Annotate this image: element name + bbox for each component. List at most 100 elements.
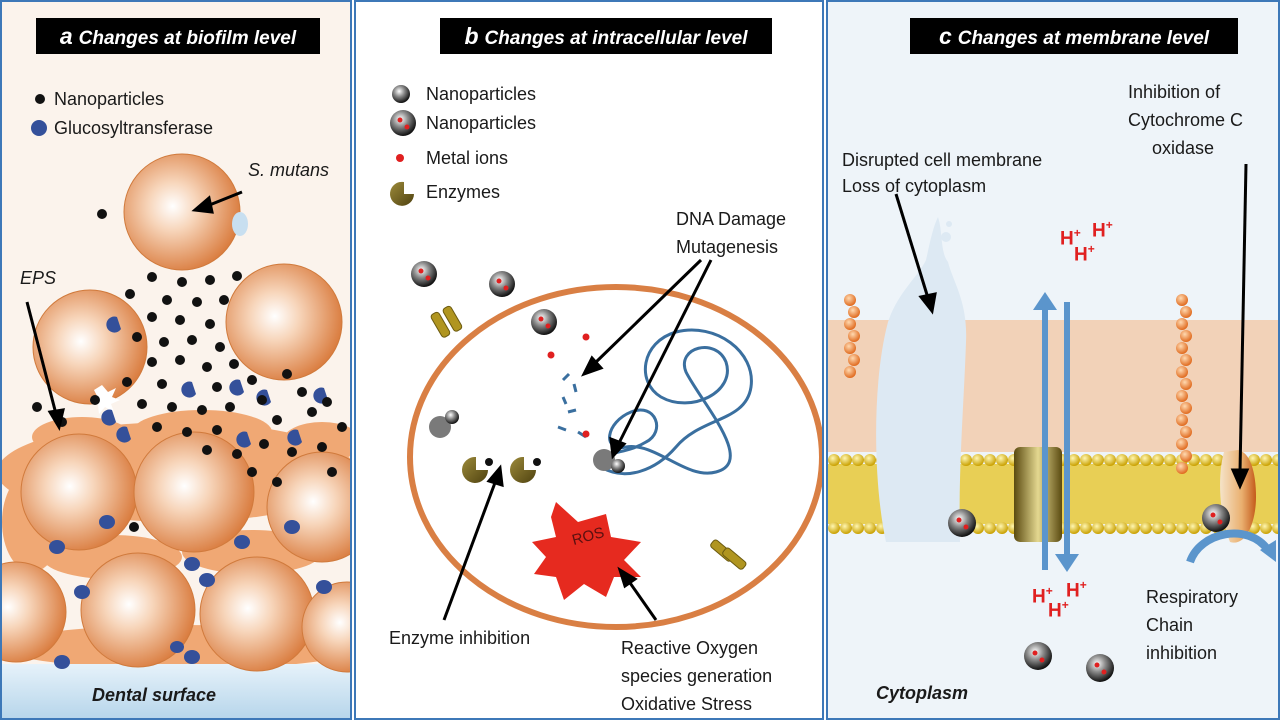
label-s-mutans: S. mutans	[248, 160, 330, 180]
lipid-head	[1176, 522, 1188, 534]
bacterium-cell	[301, 581, 350, 673]
chain-bead	[1176, 294, 1188, 306]
lipid-head	[1140, 454, 1152, 466]
lipid-head	[1068, 454, 1080, 466]
membrane-illustration	[828, 163, 1278, 682]
chain-bead	[1176, 366, 1188, 378]
lipid-head	[1080, 522, 1092, 534]
chain-bead	[848, 330, 860, 342]
metal-ions	[547, 333, 590, 438]
lipid-head	[1116, 522, 1128, 534]
cell-bud	[232, 212, 248, 236]
membrane-channels	[430, 305, 747, 570]
annotation-arrows	[25, 190, 243, 431]
label-dental-surface: Dental surface	[92, 685, 217, 705]
proton-ion: H+	[1074, 242, 1095, 266]
chain-bead	[844, 318, 856, 330]
lipid-head	[828, 522, 840, 534]
lipid-head	[864, 454, 876, 466]
bacterium-cell	[199, 556, 315, 672]
label-chain: Chain	[1146, 615, 1194, 635]
proton-ion: H+	[1060, 226, 1081, 250]
lipid-head	[864, 522, 876, 534]
respiratory-arrow	[1186, 529, 1272, 564]
lipid-head	[840, 454, 852, 466]
lipid-head	[1116, 454, 1128, 466]
leaking-cytoplasm	[876, 217, 967, 542]
lipid-head	[1140, 522, 1152, 534]
chain-bead	[844, 294, 856, 306]
legend-nanoparticles: Nanoparticles	[426, 84, 537, 104]
dental-surface	[2, 664, 350, 718]
lipid-head	[984, 522, 996, 534]
lipid-head	[1260, 454, 1272, 466]
label-inhibition: inhibition	[1146, 643, 1218, 663]
chain-bead	[1180, 354, 1192, 366]
lipopolysaccharide-chain-right	[1176, 294, 1192, 474]
chain-bead	[1180, 426, 1192, 438]
intracellular-illustration	[390, 85, 822, 630]
lipid-head	[1260, 522, 1272, 534]
chain-bead	[1176, 342, 1188, 354]
bacterium-cell	[32, 289, 148, 405]
lipid-head	[1272, 522, 1278, 534]
lipid-head	[996, 454, 1008, 466]
enzymes	[462, 456, 541, 483]
nanoparticle-dots	[32, 94, 347, 532]
chain-bead	[848, 306, 860, 318]
chain-bead	[1180, 402, 1192, 414]
lipid-head	[996, 522, 1008, 534]
label-inhibition-of: Inhibition of	[1128, 82, 1221, 102]
lipid-head	[960, 454, 972, 466]
legend-nanoparticles: Nanoparticles	[54, 89, 165, 109]
chain-bead	[1180, 378, 1192, 390]
chain-bead	[844, 342, 856, 354]
nanoparticles	[948, 504, 1230, 682]
lipid-head	[1104, 522, 1116, 534]
bacterium-cell	[225, 263, 343, 381]
lipid-head	[852, 522, 864, 534]
membrane-protein	[1014, 447, 1062, 542]
legend-metal-ions: Metal ions	[426, 148, 509, 168]
lipid-head	[1128, 454, 1140, 466]
legend-glyphs	[390, 85, 416, 206]
proton-ion: H+	[1092, 218, 1113, 242]
lipid-head	[1212, 454, 1224, 466]
label-oxidative-stress: Oxidative Stress	[621, 694, 753, 714]
legend-nanoparticles-loaded: Nanoparticles	[426, 113, 537, 133]
proton-arrows	[1033, 292, 1079, 572]
bacterium-cell	[80, 552, 196, 668]
label-reactive-oxygen: Reactive Oxygen	[621, 638, 759, 658]
chain-bead	[1176, 318, 1188, 330]
cell-burst	[90, 385, 120, 414]
proton-ion: H+	[1048, 598, 1069, 622]
lipid-head	[1080, 454, 1092, 466]
proton-ion: H+	[1032, 584, 1053, 608]
s-mutans-cell	[123, 153, 241, 271]
lipid-head	[828, 454, 840, 466]
lipid-head	[1092, 454, 1104, 466]
proton-ion: H+	[1066, 578, 1087, 602]
lipid-head	[1248, 454, 1260, 466]
bacterium-cell	[20, 433, 138, 551]
lipid-head	[1164, 522, 1176, 534]
lipid-head	[1104, 454, 1116, 466]
chain-bead	[1180, 330, 1192, 342]
chain-bead	[1180, 306, 1192, 318]
chain-bead	[1176, 438, 1188, 450]
chain-bead	[1176, 414, 1188, 426]
legend-enzymes: Enzymes	[426, 182, 501, 202]
bacteria-cells	[2, 153, 350, 673]
label-loss-cytoplasm: Loss of cytoplasm	[842, 176, 987, 196]
label-eps: EPS	[20, 268, 57, 288]
chain-bead	[844, 366, 856, 378]
annotation-arrows	[442, 258, 713, 621]
glucosyltransferase-marks	[31, 120, 332, 669]
label-oxidase: oxidase	[1152, 138, 1215, 158]
